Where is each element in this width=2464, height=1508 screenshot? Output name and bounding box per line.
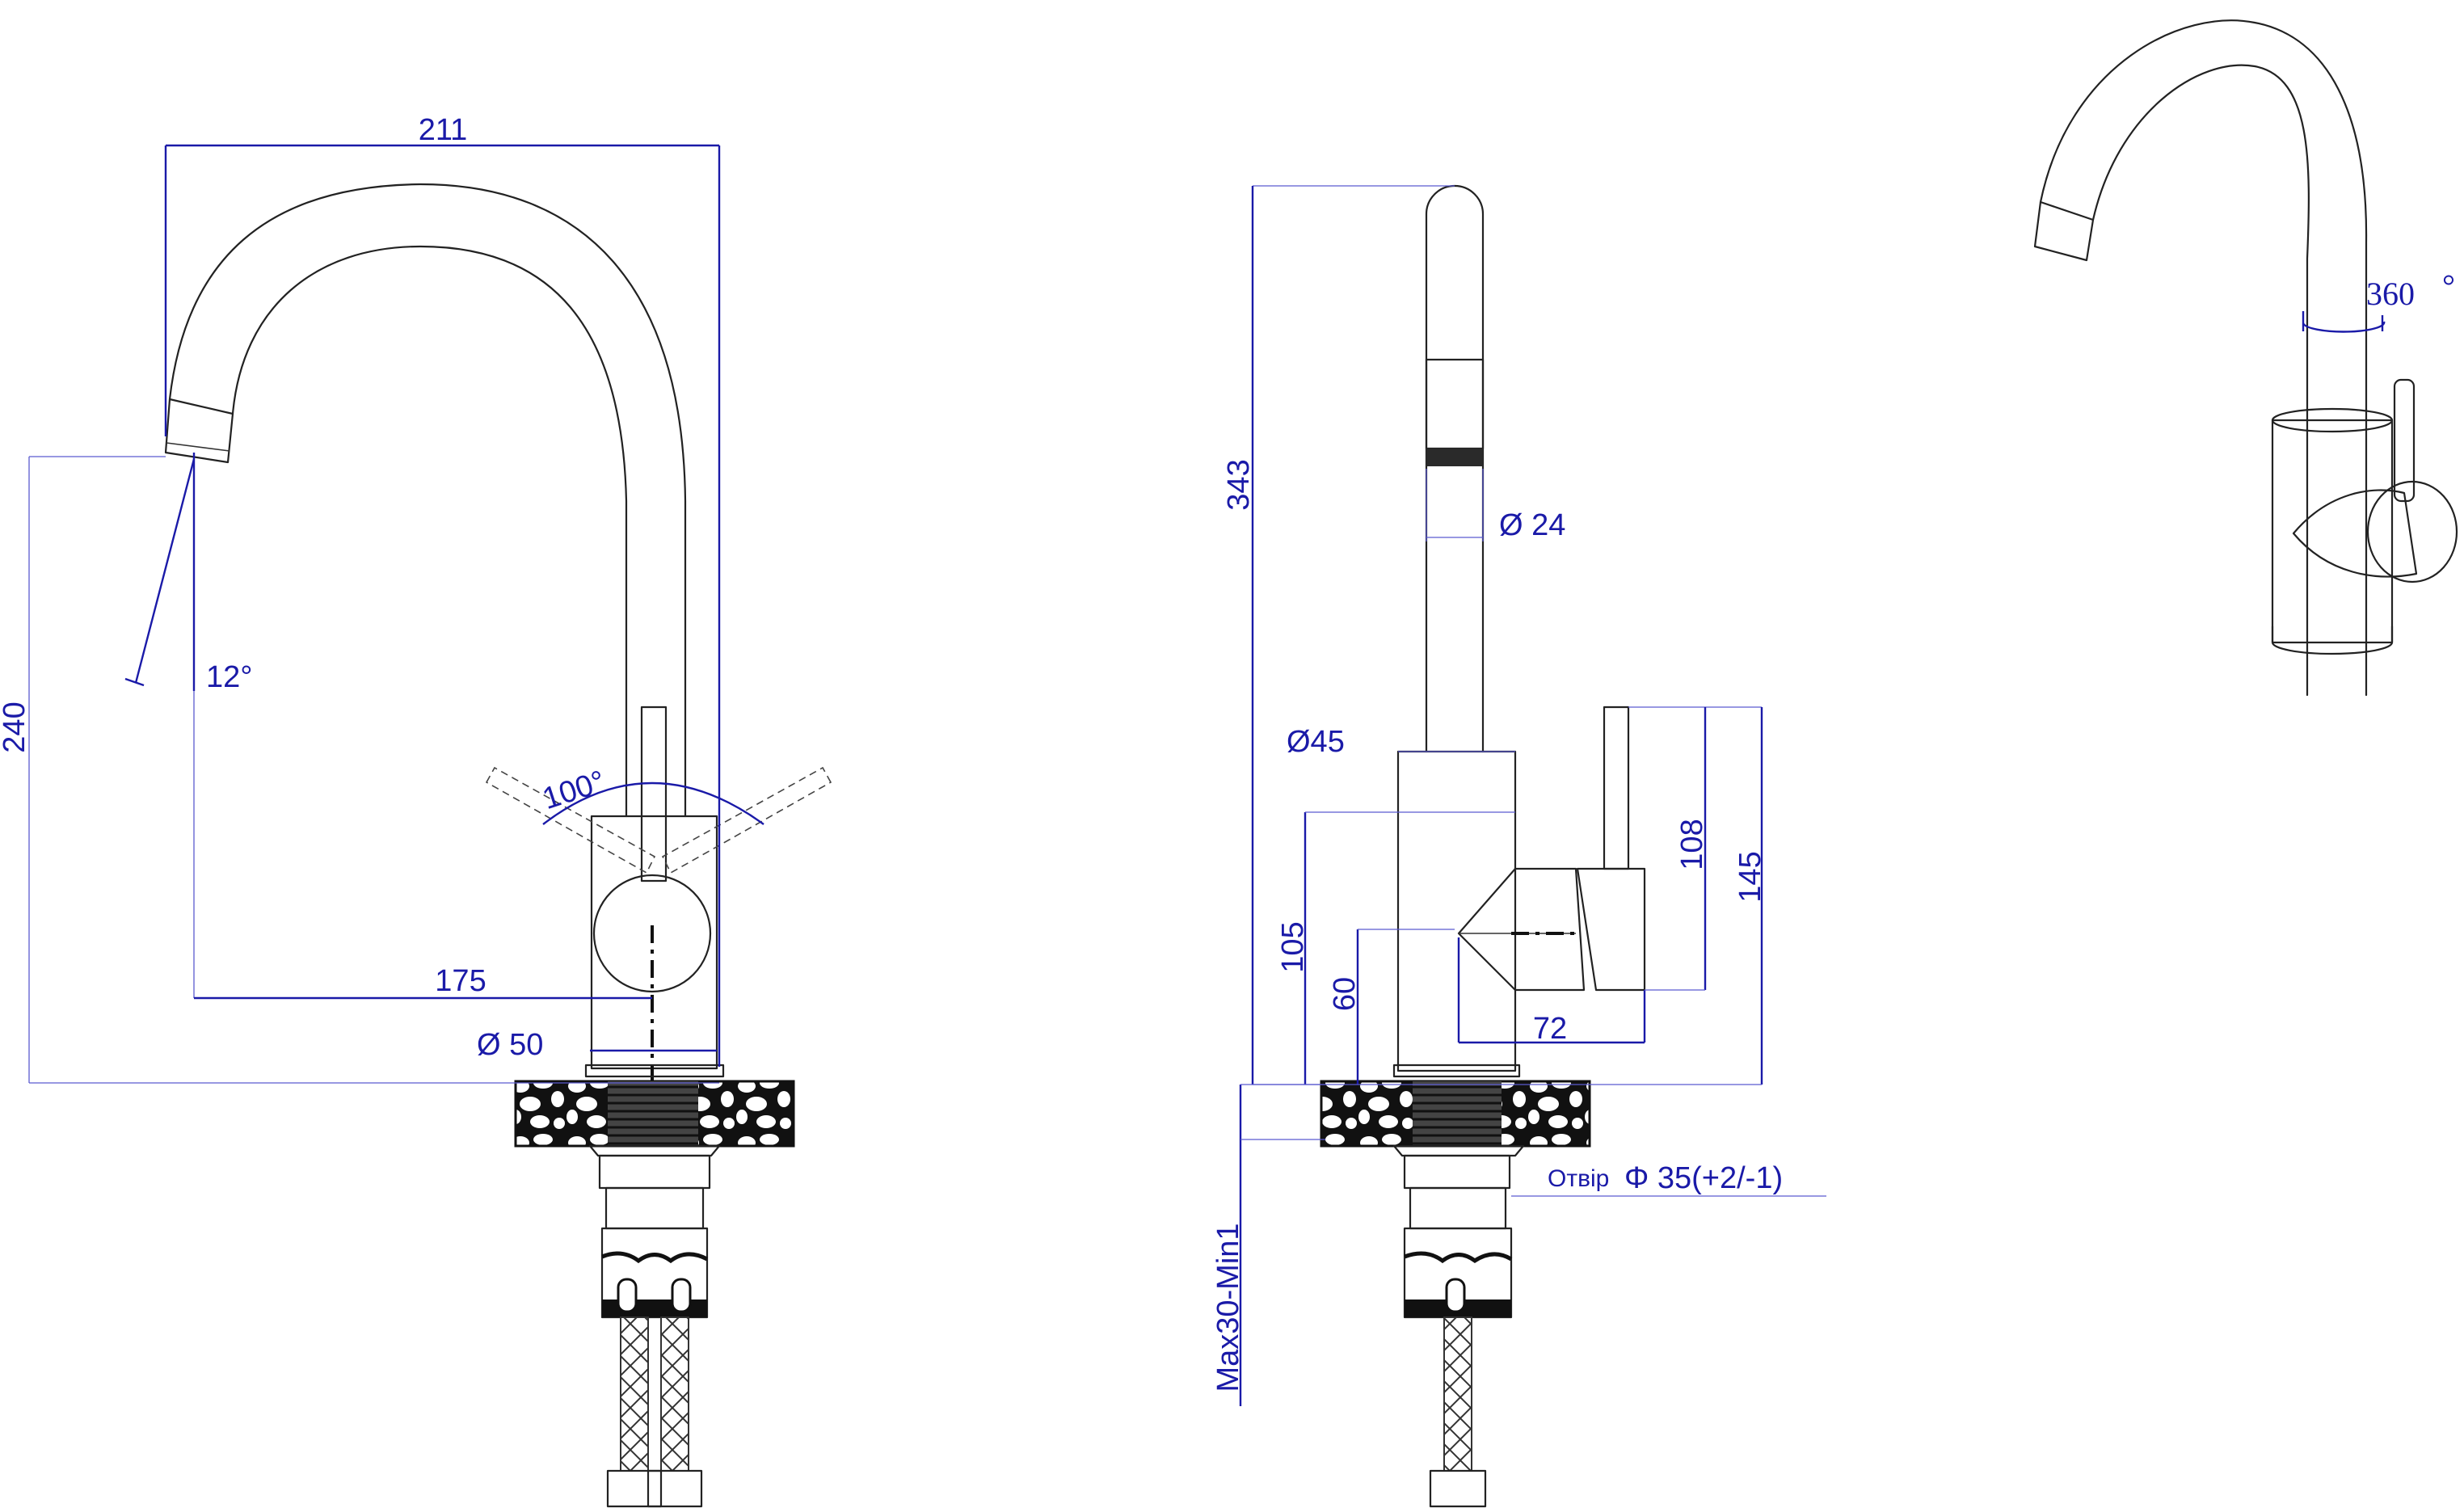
side-mounting-hole-value: Φ 35(+2/-1) — [1624, 1161, 1783, 1195]
front-spout-outer — [168, 183, 687, 818]
front-lever-ghost-right — [661, 766, 832, 874]
side-thread — [1413, 1081, 1502, 1146]
front-hose-left — [620, 1316, 649, 1472]
front-spout-tip — [164, 398, 234, 464]
side-mounting-hole-label: Отвір — [1548, 1165, 1609, 1192]
iso-rotation-arrow — [2302, 321, 2386, 333]
front-handle-angle-arc — [542, 781, 764, 825]
side-countertop-thickness-label: Max30-Min1 — [1211, 1223, 1245, 1392]
front-thread — [608, 1081, 698, 1146]
front-handle-angle-label: 100° — [538, 765, 609, 816]
iso-rotation-label: 360 — [2366, 276, 2415, 312]
front-base-diameter-label: Ø 50 — [477, 1028, 543, 1062]
iso-spout-tip — [2033, 200, 2095, 262]
side-body-height-label: 105 — [1276, 921, 1310, 972]
side-total-height-label: 343 — [1222, 459, 1256, 510]
iso-view: 360 ° — [2033, 19, 2458, 697]
side-body-diameter-label: Ø45 — [1287, 725, 1345, 759]
front-lever-ghost-left — [485, 766, 656, 874]
side-lever-top-height-label: 145 — [1733, 851, 1767, 902]
front-spout-inner — [231, 245, 628, 818]
side-body — [1396, 750, 1517, 1072]
front-spout-angle-label: 12° — [206, 660, 252, 694]
side-lever — [1603, 706, 1630, 870]
side-aerator — [1426, 449, 1483, 466]
front-hose-right — [660, 1316, 689, 1472]
iso-body — [2271, 419, 2394, 644]
side-axis-height-label: 60 — [1328, 977, 1362, 1011]
iso-spout — [2039, 19, 2368, 697]
side-handle-reach-label: 72 — [1533, 1012, 1567, 1046]
front-width-label: 211 — [419, 113, 468, 147]
iso-rotation-unit: ° — [2442, 267, 2455, 304]
side-handle-disc — [1576, 867, 1646, 992]
iso-handle-disc — [2366, 480, 2458, 583]
front-reach-label: 175 — [435, 964, 486, 998]
front-body — [590, 815, 718, 1070]
side-aerator-diameter-label: Ø 24 — [1499, 508, 1565, 542]
front-view: 211 240 12° 100° 175 Ø 50 — [0, 113, 832, 1508]
front-handle-disc — [592, 874, 712, 993]
side-spout — [1425, 184, 1485, 753]
iso-handle-cone — [2292, 489, 2418, 578]
side-handle-cone — [1457, 867, 1586, 992]
front-lever — [640, 706, 668, 882]
side-hose — [1443, 1316, 1472, 1472]
iso-lever — [2393, 378, 2416, 503]
front-height-label: 240 — [0, 701, 32, 752]
side-view: 343 Ø 24 Ø45 105 60 72 108 145 Max30-Min… — [1211, 184, 1826, 1508]
side-lever-length-label: 108 — [1675, 819, 1709, 870]
